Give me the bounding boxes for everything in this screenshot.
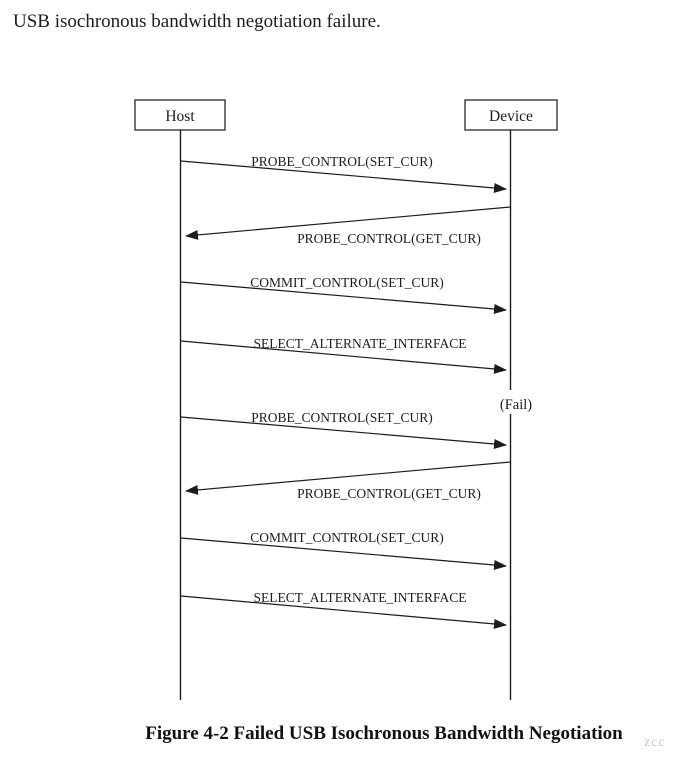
message-arrow-5 xyxy=(180,416,507,449)
message-arrow-8 xyxy=(180,595,507,629)
host-actor-label: Host xyxy=(165,108,195,125)
message-arrow-7 xyxy=(180,537,507,570)
message-arrow-4 xyxy=(180,340,507,374)
host-actor-box xyxy=(134,99,226,131)
message-label-6: PROBE_CONTROL(GET_CUR) xyxy=(297,486,481,501)
message-arrow-6 xyxy=(185,461,511,495)
page-title: USB isochronous bandwidth negotiation fa… xyxy=(13,11,381,32)
device-actor-label: Device xyxy=(489,108,533,125)
message-label-5: PROBE_CONTROL(SET_CUR) xyxy=(251,410,433,425)
message-arrow-2 xyxy=(185,206,511,240)
message-arrow-3 xyxy=(180,281,507,314)
message-label-4: SELECT_ALTERNATE_INTERFACE xyxy=(254,336,467,351)
message-label-8: SELECT_ALTERNATE_INTERFACE xyxy=(254,590,467,605)
message-label-2: PROBE_CONTROL(GET_CUR) xyxy=(297,231,481,246)
message-label-3: COMMIT_CONTROL(SET_CUR) xyxy=(250,275,444,290)
message-label-7: COMMIT_CONTROL(SET_CUR) xyxy=(250,530,444,545)
fail-label: (Fail) xyxy=(500,397,532,413)
watermark-text: zcc xyxy=(644,735,666,750)
figure-caption: Figure 4-2 Failed USB Isochronous Bandwi… xyxy=(145,723,623,744)
message-label-1: PROBE_CONTROL(SET_CUR) xyxy=(251,154,433,169)
message-arrow-1 xyxy=(180,160,507,193)
